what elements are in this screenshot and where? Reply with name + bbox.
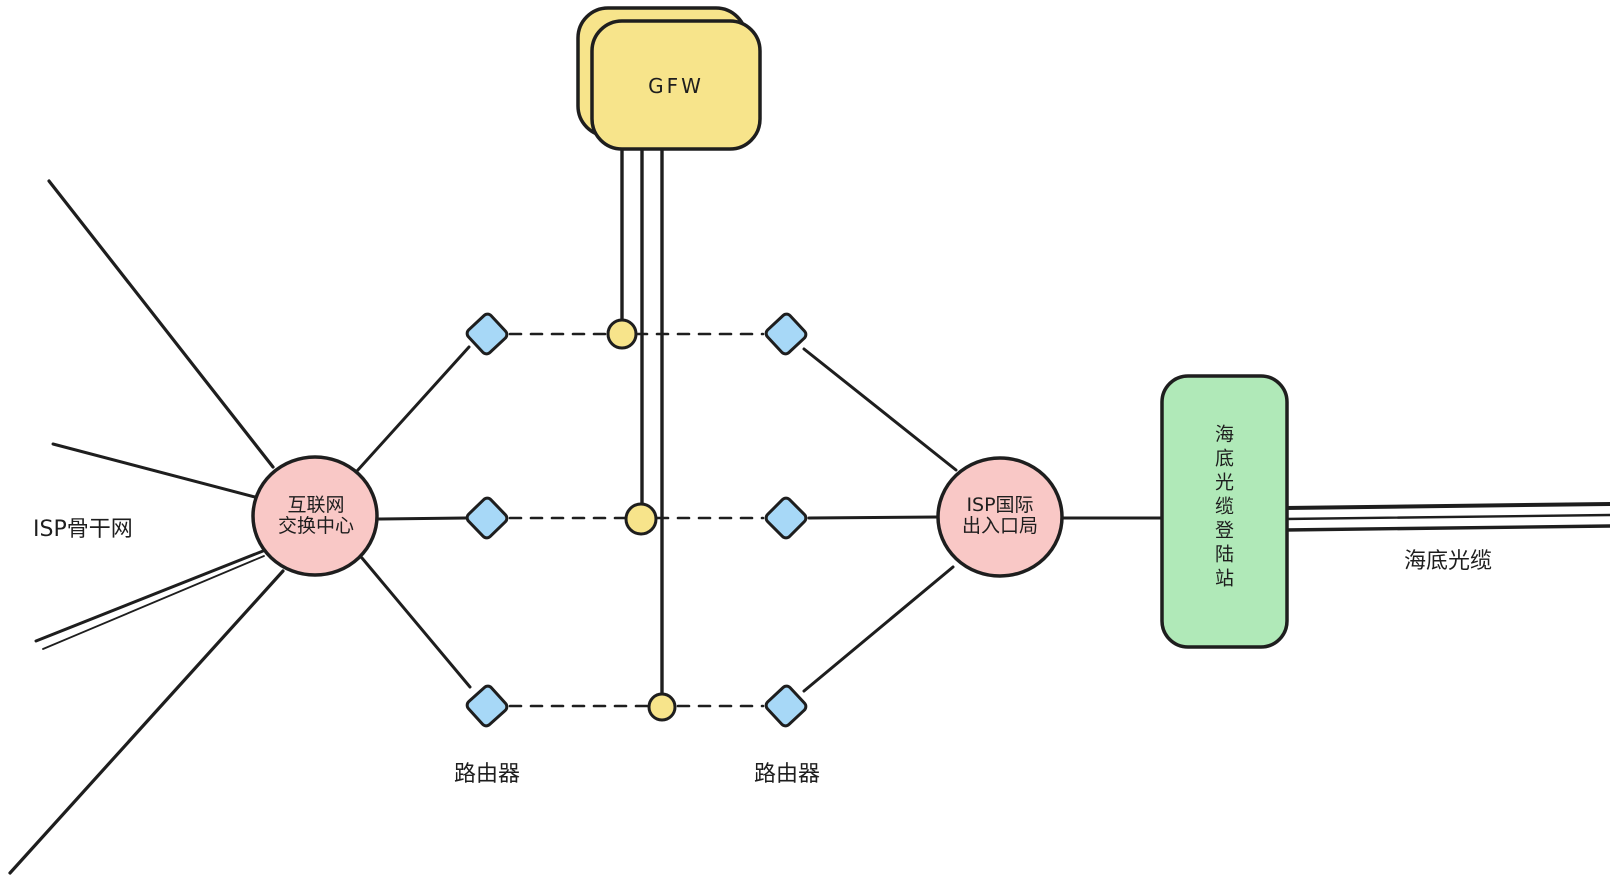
- isp-backbone-label: ISP骨干网: [33, 517, 133, 542]
- gfw-tap-lines: [620, 147, 664, 696]
- landing-station-label: 海底光缆登陆站: [1212, 424, 1234, 592]
- router-diamond-shape: [465, 496, 509, 540]
- cable-line-2: [1283, 513, 1610, 521]
- backbone-line-left: [51, 442, 257, 499]
- router-diamond-shape: [764, 496, 808, 540]
- internet-exchange-label: 互联网 交换中心: [246, 495, 386, 537]
- router-diamond-right-bottom: [764, 684, 808, 728]
- router-diamond-left-top: [465, 312, 509, 356]
- gfw-box-front: [590, 19, 762, 151]
- exchange-to-router-edges: [355, 345, 472, 689]
- internet-exchange-node: [251, 455, 379, 577]
- router-diamond-right-middle: [764, 496, 808, 540]
- edge-router-gateway-top: [802, 347, 958, 472]
- router-diamond-shape: [465, 312, 509, 356]
- router-diamond-left-middle: [465, 496, 509, 540]
- router-to-gateway-edges: [802, 347, 958, 693]
- internet-exchange-label-line1: 互联网: [287, 494, 345, 516]
- gfw-tap-dot-bottom: [647, 692, 677, 722]
- gfw-tap-dot-middle: [624, 502, 658, 536]
- edge-exchange-router-bottom: [360, 556, 472, 689]
- edge-router-gateway-bottom: [802, 565, 955, 693]
- cable-line-1: [1283, 502, 1610, 510]
- router-diamond-shape: [465, 684, 509, 728]
- isp-gateway-label-line2: 出入口局: [961, 515, 1038, 537]
- router-diamond-right-top: [764, 312, 808, 356]
- backbone-line-upper: [47, 179, 275, 469]
- isp-backbone-lines: [8, 179, 285, 875]
- isp-gateway-node: [936, 456, 1064, 578]
- submarine-cable-lines: [1283, 502, 1610, 532]
- cable-line-3: [1283, 524, 1610, 532]
- backbone-line-lower-b: [42, 555, 265, 650]
- router-diamond-shape: [764, 312, 808, 356]
- router-left-label: 路由器: [453, 762, 520, 787]
- edge-exchange-router-top: [355, 345, 471, 473]
- submarine-cable-label: 海底光缆: [1403, 549, 1492, 574]
- gfw-tap-dots: [606, 318, 677, 722]
- router-diamonds: [465, 312, 808, 728]
- backbone-line-bottom: [8, 569, 285, 875]
- backbone-line-lower-a: [34, 549, 265, 643]
- gfw-label: GFW: [648, 74, 704, 98]
- router-right-label: 路由器: [753, 762, 820, 787]
- router-diamond-shape: [764, 684, 808, 728]
- router-diamond-left-bottom: [465, 684, 509, 728]
- landing-station-node: [1160, 374, 1289, 649]
- internet-exchange-label-line2: 交换中心: [277, 515, 354, 537]
- edge-exchange-router-middle: [376, 516, 468, 521]
- isp-gateway-label-line1: ISP国际: [966, 494, 1034, 516]
- gfw-tap-dot-top: [606, 318, 638, 350]
- isp-gateway-label: ISP国际 出入口局: [930, 495, 1070, 537]
- edge-router-gateway-middle: [807, 515, 941, 520]
